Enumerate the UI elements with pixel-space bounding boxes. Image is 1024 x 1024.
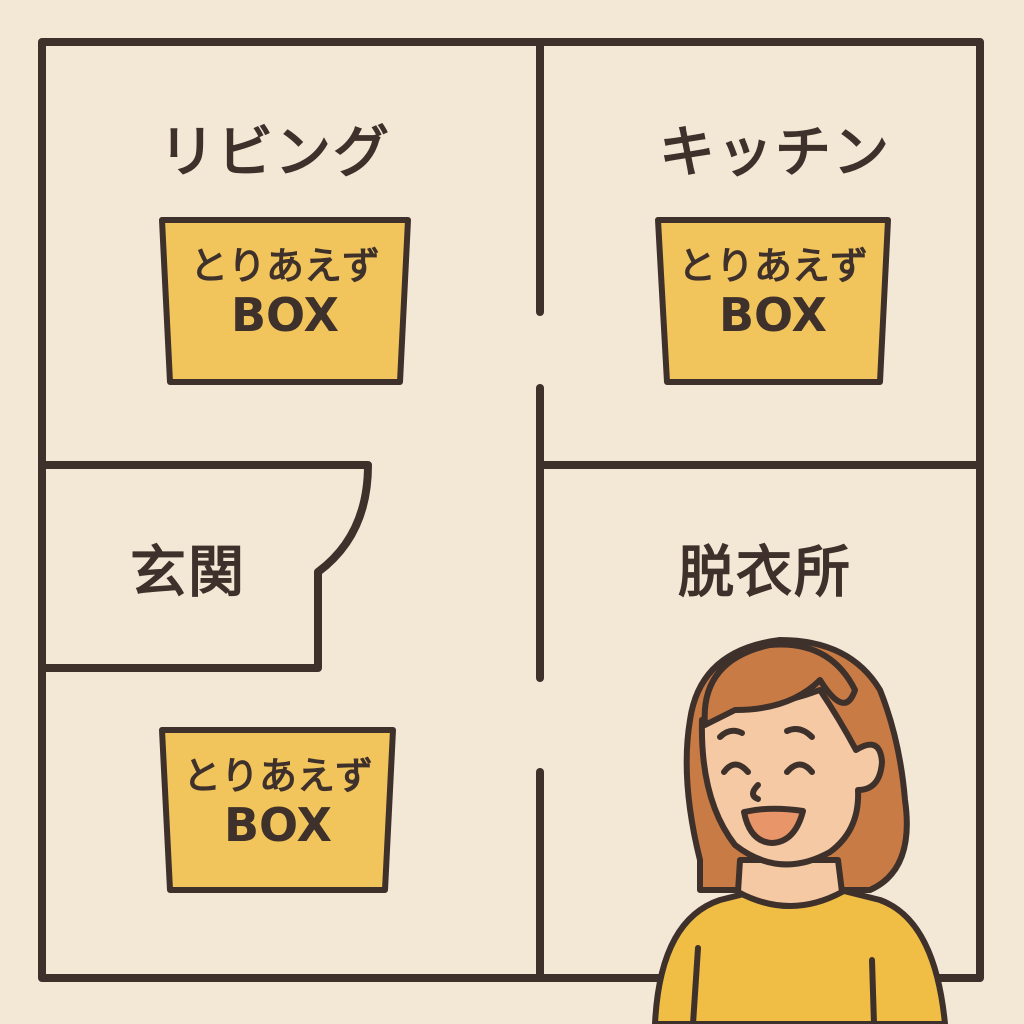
box-label-hallway: とりあえず BOX [182, 754, 374, 852]
box-label-line1: とりあえず [189, 244, 381, 288]
eye-left [721, 761, 751, 775]
room-label-living: リビング [159, 120, 391, 186]
box-label-living: とりあえず BOX [189, 244, 381, 342]
entrance-wall [38, 461, 372, 672]
box-label-line2: BOX [230, 287, 339, 342]
box-label-line1: とりあえず [182, 754, 374, 798]
box-label-line2: BOX [718, 287, 827, 342]
mouth [741, 805, 806, 846]
room-label-kitchen: キッチン [659, 120, 891, 186]
box-label-line2: BOX [223, 797, 332, 852]
eyebrow-right [784, 726, 815, 740]
smiling-woman [652, 637, 948, 1024]
room-label-dressing-room: 脱衣所 [678, 540, 852, 606]
nose [750, 782, 761, 802]
eye-right [784, 761, 815, 775]
box-hallway [159, 727, 396, 893]
box-label-kitchen: とりあえず BOX [677, 244, 869, 342]
room-label-entrance: 玄関 [130, 540, 246, 606]
box-living [159, 217, 411, 385]
bangs [701, 641, 858, 728]
outer-wall [38, 38, 984, 982]
sleeve-fold-left [690, 945, 701, 1024]
eyebrow-left [717, 727, 745, 740]
box-kitchen [655, 217, 891, 385]
box-label-line1: とりあえず [677, 244, 869, 288]
sleeve-fold-right [869, 957, 877, 1024]
neck [735, 857, 845, 909]
